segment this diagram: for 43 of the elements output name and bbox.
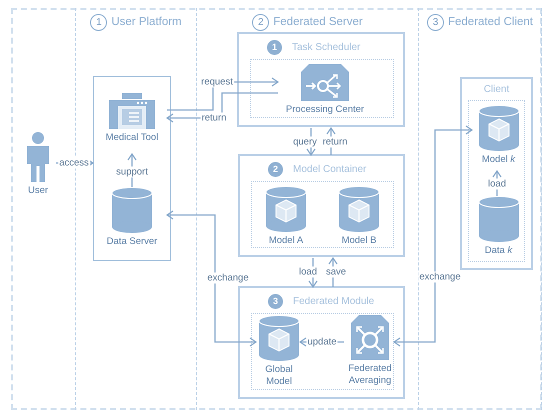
lane-title: User Platform [111, 15, 182, 30]
step-badge: 1 [267, 40, 282, 55]
node-label: Model k [482, 154, 516, 166]
edge-label: return [200, 112, 228, 124]
edge-label: update [306, 336, 338, 348]
edge-label: query [292, 136, 318, 148]
edge-label: return [322, 136, 348, 148]
node-label: Medical Tool [106, 132, 158, 144]
module-title: Federated Module [293, 295, 374, 309]
module-title: Task Scheduler [292, 41, 360, 55]
node-label: Model B [342, 235, 376, 247]
module-box [237, 32, 405, 127]
node-label: Global Model [264, 364, 294, 388]
step-badge: 3 [426, 14, 444, 32]
node-label: Data Server [106, 236, 158, 248]
edge-label: request [200, 76, 234, 88]
module-box [238, 154, 405, 257]
arrow [166, 210, 257, 347]
edge-label: exchange [418, 272, 462, 282]
edge-label: save [324, 266, 348, 278]
step-badge: 3 [268, 294, 283, 309]
node-label: User [28, 185, 48, 197]
node-label: Federated Averaging [347, 363, 393, 387]
arrow [328, 257, 338, 287]
step-badge: 2 [268, 162, 283, 177]
step-badge: 2 [252, 14, 270, 32]
arrow [393, 125, 473, 347]
client-box [460, 77, 533, 270]
lane-title: Federated Server [273, 15, 363, 30]
container-box [93, 76, 171, 261]
container-title: Client [484, 83, 510, 97]
edge-label: load [487, 178, 507, 190]
node-label: Model A [268, 235, 304, 247]
edge-label: load [298, 266, 318, 278]
swimlane [418, 8, 542, 410]
step-badge: 1 [90, 14, 108, 32]
module-title: Model Container [293, 163, 366, 177]
node-label: Processing Center [286, 104, 364, 116]
lane-title: Federated Client [448, 15, 534, 30]
node-label: Data k [484, 245, 512, 257]
edge-label: exchange [206, 272, 250, 284]
module-box [238, 286, 405, 399]
edge-label: support [115, 166, 149, 178]
